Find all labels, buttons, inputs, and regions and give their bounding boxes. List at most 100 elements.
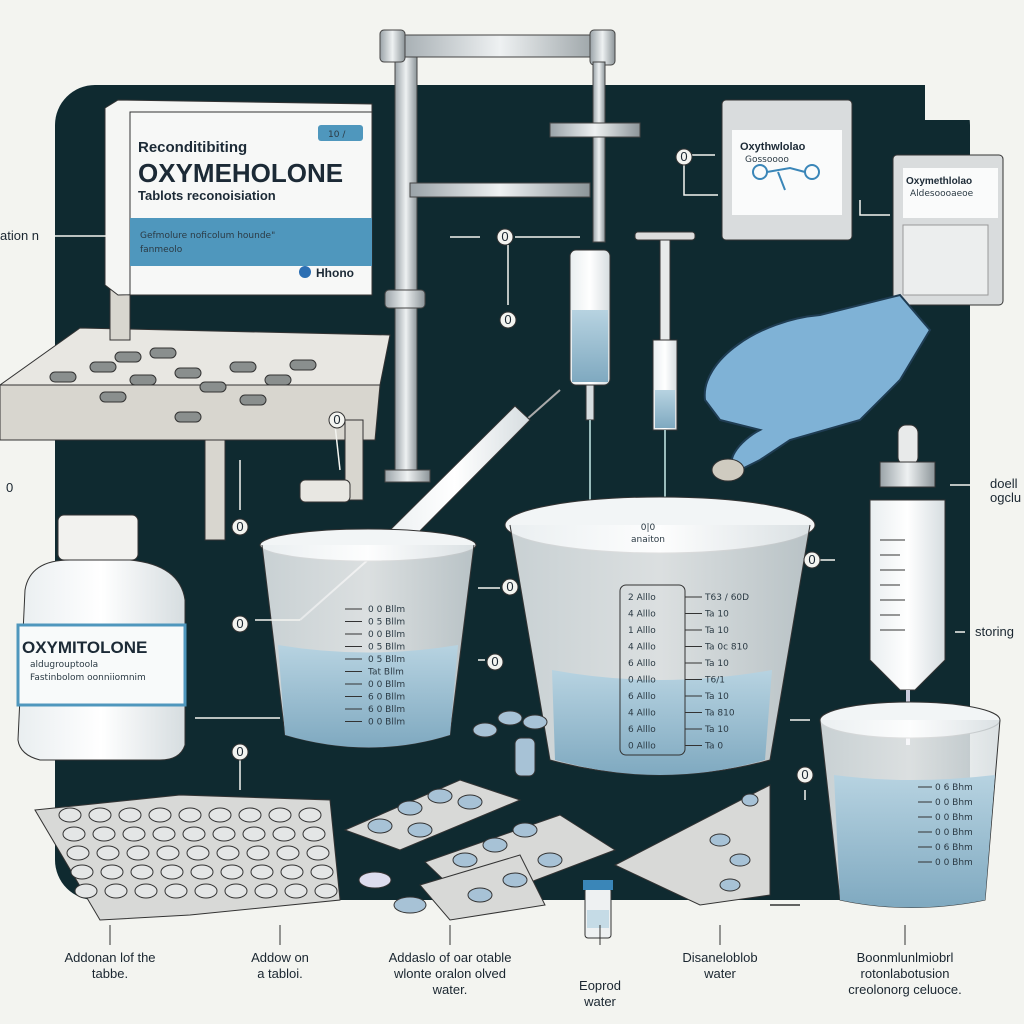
blister-pill xyxy=(314,883,338,899)
step-caption: Addow on xyxy=(251,950,309,965)
graduation-label: 0 5 Bllm xyxy=(368,655,405,665)
graduation-label: 0 0 Bhm xyxy=(935,858,973,868)
step-caption: Disaneloblob xyxy=(682,950,757,965)
graduation-label: Ta 0c 810 xyxy=(704,643,748,653)
blister-pill xyxy=(272,826,296,842)
blister-pill xyxy=(134,883,158,899)
side-label-left-top: ation n xyxy=(0,228,39,243)
step-marker-label: 0 xyxy=(801,767,808,782)
step-marker-icon xyxy=(486,653,504,671)
step-caption: water xyxy=(703,966,736,981)
pouch-subtitle: Gossoooo xyxy=(745,155,789,165)
step-marker-icon xyxy=(501,578,519,596)
step-caption: tabbe. xyxy=(92,966,128,981)
step-marker-label: 0 xyxy=(236,744,243,759)
step-marker-icon xyxy=(231,518,249,536)
blister-pill xyxy=(306,845,330,861)
medicine-box: 10 / Reconditibiting OXYMEHOLONE Tablots… xyxy=(104,99,373,296)
blister-pill xyxy=(298,807,322,823)
blister-pill xyxy=(96,845,120,861)
syringe-vertical-2 xyxy=(634,231,696,510)
blister-pill xyxy=(208,807,232,823)
step-marker-label: 0 xyxy=(236,616,243,631)
step-marker-icon xyxy=(328,411,346,429)
step-marker-label: 0 xyxy=(808,552,815,567)
bottle-line2: Fastinbolom oonniiomnim xyxy=(30,673,146,683)
blister-pack-middle xyxy=(343,779,617,921)
graduation-label: T6/1 xyxy=(704,676,725,686)
blister-pill xyxy=(70,864,94,880)
blister-pill xyxy=(220,864,244,880)
blister-pill xyxy=(216,845,240,861)
blister-pill xyxy=(242,826,266,842)
graduation-label: 1 Alllo xyxy=(628,626,656,636)
step-caption: rotonlabotusion xyxy=(861,966,950,981)
white-corner xyxy=(925,0,1024,120)
graduation-label: 6 Alllo xyxy=(628,659,656,669)
blister-pill xyxy=(164,883,188,899)
box-band-text-2: fanmeolo xyxy=(140,245,183,255)
blister-pill xyxy=(148,807,172,823)
blister-pill xyxy=(246,845,270,861)
blister-pill xyxy=(88,807,112,823)
graduation-label: 0 0 Bllm xyxy=(368,718,405,728)
box-badge: 10 / xyxy=(328,130,346,140)
blister-pill xyxy=(254,883,278,899)
graduation-label: 6 Alllo xyxy=(628,725,656,735)
side-label-right-top-2: ogclu xyxy=(990,490,1021,505)
step-marker-label: 0 xyxy=(501,229,508,244)
blister-pack-left xyxy=(34,794,341,921)
dropper-bottle xyxy=(869,424,946,745)
blister-pill xyxy=(152,826,176,842)
step-caption: water xyxy=(583,994,616,1009)
blister-pill xyxy=(268,807,292,823)
bottle-line1: aldugrouptoola xyxy=(30,660,98,670)
graduation-label: 0 6 Bhm xyxy=(935,843,973,853)
leader-lines xyxy=(11,154,980,906)
loose-tablets xyxy=(472,710,548,777)
step-marker-label: 0 xyxy=(236,519,243,534)
blister-pill xyxy=(160,864,184,880)
blister-pill xyxy=(62,826,86,842)
graduation-label: 0 0 Bllm xyxy=(368,605,405,615)
powder-pouch-1: Oxythwlolao Gossoooo xyxy=(721,99,853,241)
step-caption: creolonorg celuoce. xyxy=(848,982,961,997)
blister-pill xyxy=(302,826,326,842)
blister-pill xyxy=(100,864,124,880)
step-caption: Addaslo of oar otable xyxy=(389,950,512,965)
blister-pill xyxy=(224,883,248,899)
step-caption: wlonte oralon olved xyxy=(393,966,506,981)
pouch-title: Oxythwlolao xyxy=(740,141,806,153)
blister-pill xyxy=(58,807,82,823)
graduation-label: T63 / 60D xyxy=(704,593,749,603)
blister-pill xyxy=(280,864,304,880)
step-caption: a tabloi. xyxy=(257,966,303,981)
step-marker-icon xyxy=(675,148,693,166)
step-marker-icon xyxy=(796,766,814,784)
blister-pill xyxy=(186,845,210,861)
graduation-label: Ta 10 xyxy=(704,610,729,620)
step-marker-icon xyxy=(231,615,249,633)
box-brand: Hhono xyxy=(316,266,354,280)
powder-pouch-2: Oxymethlolao Aldesoooaeoe xyxy=(892,154,1004,306)
graduation-label: Ta 810 xyxy=(704,709,735,719)
step-marker-icon xyxy=(499,311,517,329)
tablet xyxy=(711,458,745,482)
blister-pill xyxy=(182,826,206,842)
box-subtitle: Reconditibiting xyxy=(138,139,247,156)
tray-table xyxy=(0,259,391,541)
step-caption: water. xyxy=(432,982,468,997)
pouch-title: Oxymethlolao xyxy=(906,176,972,187)
graduation-label: 0 Alllo xyxy=(628,742,656,752)
blister-pill xyxy=(156,845,180,861)
step-marker-label: 0 xyxy=(680,149,687,164)
blister-pill xyxy=(284,883,308,899)
graduation-label: Ta 0 xyxy=(704,742,723,752)
blister-pill xyxy=(126,845,150,861)
graduation-label: 4 Alllo xyxy=(628,643,656,653)
